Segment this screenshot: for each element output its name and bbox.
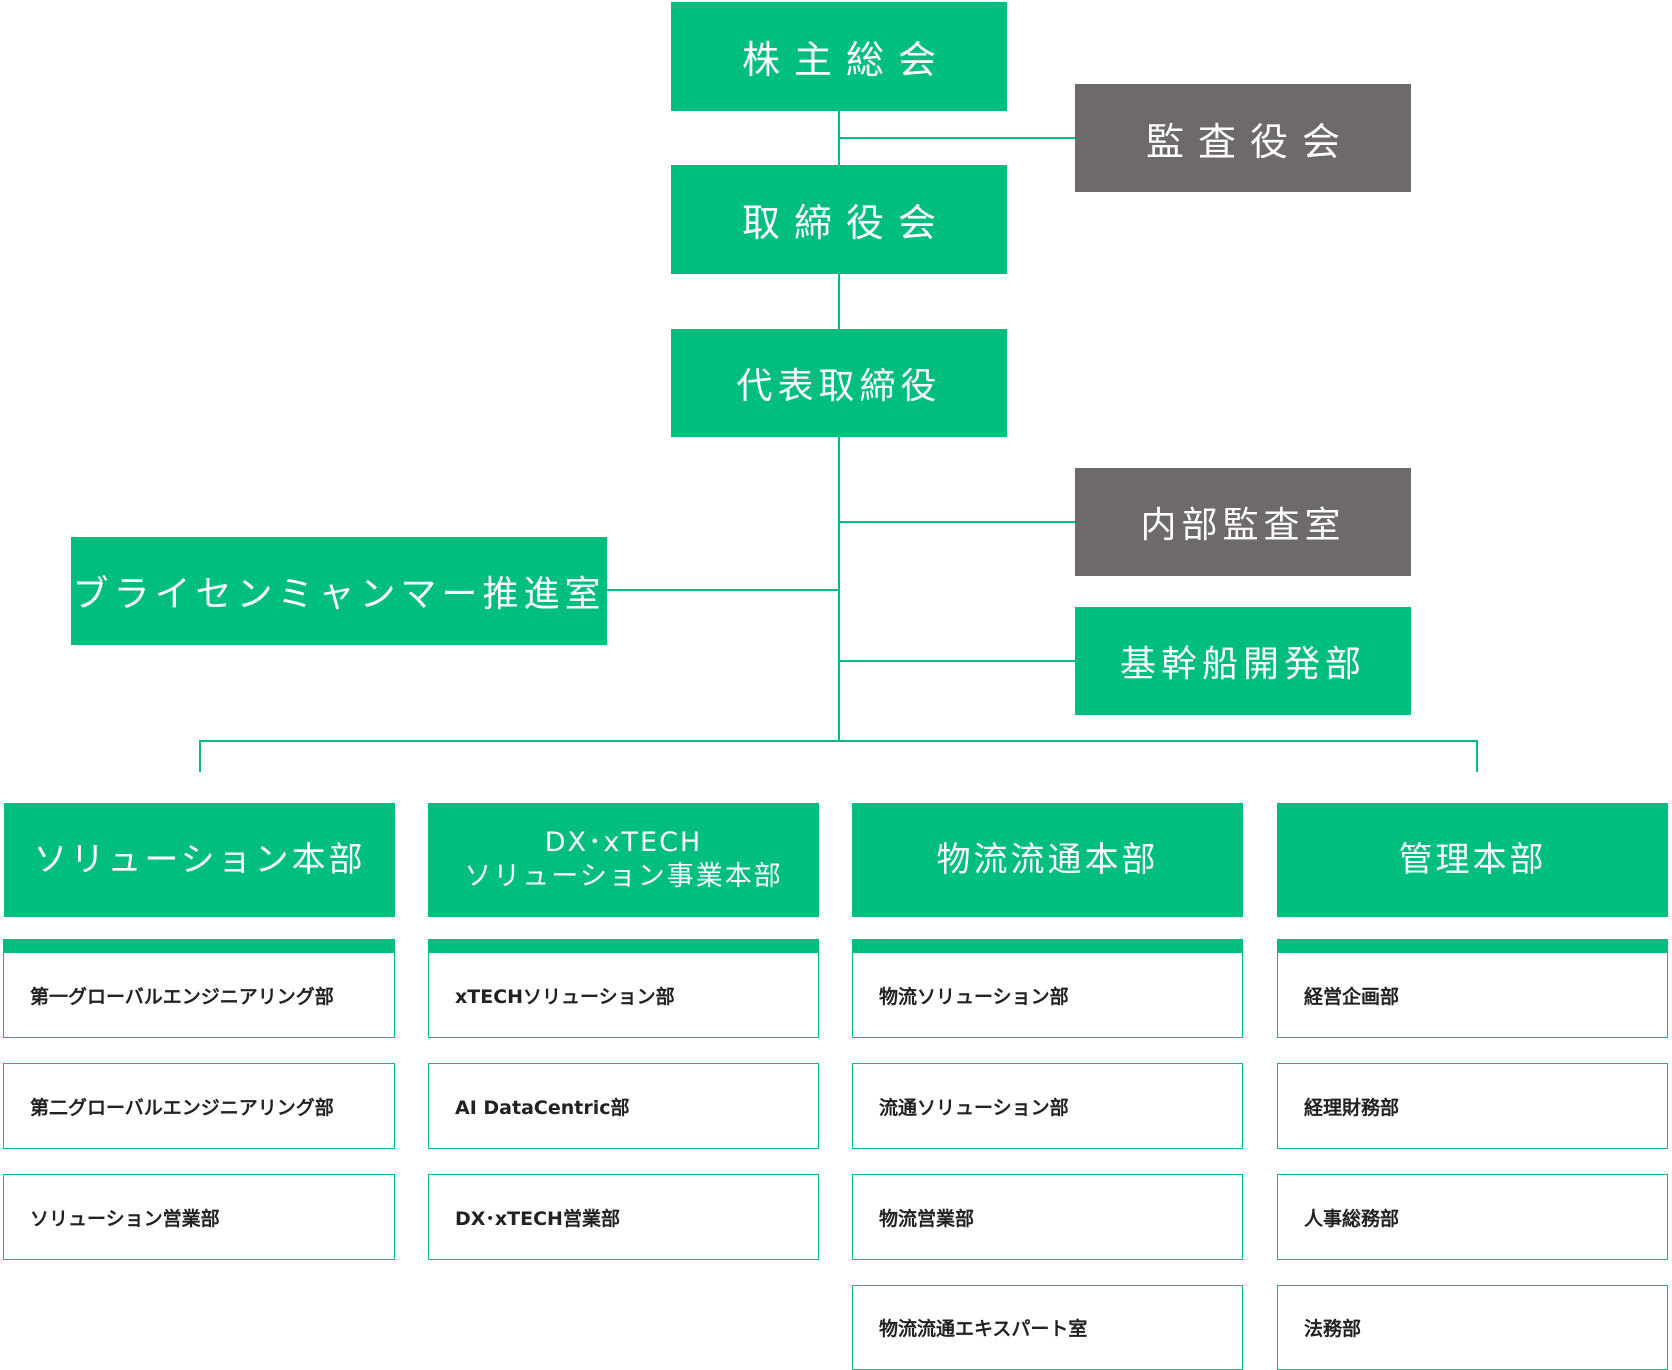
department-box: 物流営業部 xyxy=(852,1174,1243,1260)
division-solution-stripe xyxy=(3,939,395,953)
department-box: AI DataCentric部 xyxy=(428,1063,819,1149)
connector-division-1 xyxy=(199,740,201,772)
department-box: 物流流通エキスパート室 xyxy=(852,1285,1243,1370)
representative-director-box: 代表取締役 xyxy=(671,329,1007,437)
department-box: ソリューション営業部 xyxy=(3,1174,395,1260)
myanmar-promotion-office-box: ブライセンミャンマー推進室 xyxy=(71,537,607,645)
connector-division-4 xyxy=(1476,740,1478,772)
audit-board-box: 監査役会 xyxy=(1075,84,1411,192)
shareholders-meeting-box: 株主総会 xyxy=(671,2,1007,111)
division-logistics-stripe xyxy=(852,939,1243,953)
division-dx-xtech-title-line2: ソリューション事業本部 xyxy=(464,861,783,892)
department-box: 法務部 xyxy=(1277,1285,1668,1370)
division-dx-xtech-title-line1: DX･xTECH xyxy=(544,827,703,859)
department-box: xTECHソリューション部 xyxy=(428,953,819,1038)
department-box: 第一グローバルエンジニアリング部 xyxy=(3,953,395,1038)
division-dx-xtech-header: DX･xTECH ソリューション事業本部 xyxy=(428,803,819,917)
internal-audit-office-box: 内部監査室 xyxy=(1075,468,1411,576)
division-dx-xtech-stripe xyxy=(428,939,819,953)
connector-core-ship xyxy=(838,660,1076,662)
division-management-stripe xyxy=(1277,939,1668,953)
division-solution-header: ソリューション本部 xyxy=(4,803,395,917)
department-box: 経営企画部 xyxy=(1277,953,1668,1038)
connector-auditors xyxy=(838,137,1076,139)
board-of-directors-box: 取締役会 xyxy=(671,165,1007,274)
connector-myanmar xyxy=(606,589,840,591)
connector-internal-audit xyxy=(838,521,1076,523)
core-ship-development-box: 基幹船開発部 xyxy=(1075,607,1411,715)
division-management-header: 管理本部 xyxy=(1277,803,1668,917)
department-box: 流通ソリューション部 xyxy=(852,1063,1243,1149)
department-box: DX･xTECH営業部 xyxy=(428,1174,819,1260)
connector-divisions-bar xyxy=(199,740,1478,742)
department-box: 経理財務部 xyxy=(1277,1063,1668,1149)
division-logistics-header: 物流流通本部 xyxy=(852,803,1243,917)
department-box: 人事総務部 xyxy=(1277,1174,1668,1260)
department-box: 物流ソリューション部 xyxy=(852,953,1243,1038)
department-box: 第二グローバルエンジニアリング部 xyxy=(3,1063,395,1149)
